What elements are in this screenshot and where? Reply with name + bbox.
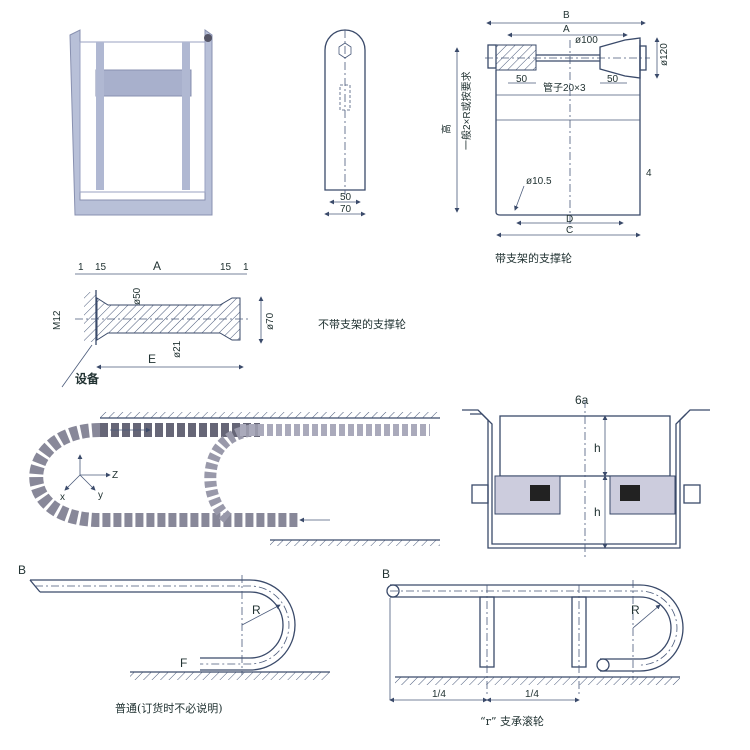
dim-50-left: 50 [516,74,528,85]
frame-section-drawing: 6a h h [462,393,710,560]
axis-x: x [60,492,65,503]
dia-100: ø100 [575,35,598,46]
bracket-support-roller-drawing: B A ø100 ø120 50 50 管子20×3 高 一般2×R或按要求 ø… [440,10,670,265]
hole-dia: ø10.5 [526,176,552,187]
dim-15-left: 15 [95,262,107,273]
label-b: B [382,567,390,581]
dim-c: C [566,225,573,236]
dim-1-right: 1 [243,262,249,273]
quarter-right: 1/4 [525,689,539,700]
normal-layout-caption: 普通(订货时不必说明) [115,701,223,715]
axis-y: y [98,490,103,501]
label-f: F [180,656,187,670]
dia-120: ø120 [659,43,670,66]
dim-d: D [566,214,573,225]
dia-70: ø70 [265,312,276,330]
roller-layout-caption: “r” 支承滚轮 [480,714,544,728]
label-r: R [631,603,640,617]
label-r: R [252,603,261,617]
svg-text:50: 50 [340,192,352,203]
pipe-label: 管子20×3 [543,81,586,94]
dim-e: E [148,352,156,366]
h-upper: h [594,441,601,455]
plate-side-view: 50 70 [324,29,366,217]
cable-chain-illustration: Z y x [29,412,440,546]
roller-layout-drawing: R B 1/4 1/4 “r” 支承滚轮 [382,567,684,728]
bracket-roller-caption: 带支架的支撑轮 [495,251,572,265]
normal-layout-drawing: R B F 普通(订货时不必说明) [18,563,330,715]
thread-m12: M12 [52,310,63,330]
svg-text:70: 70 [340,204,352,215]
thickness: 4 [646,168,652,179]
dim-50-right: 50 [607,74,619,85]
width-6a: 6a [575,393,589,407]
dia-50: ø50 [132,287,143,305]
equipment-label: 设备 [75,371,100,386]
unbracketed-roller-caption: 不带支架的支撑轮 [318,317,406,331]
dim-b: B [563,10,570,21]
dim-a: A [563,24,570,35]
height-note: 一般2×R或按要求 [460,71,473,150]
dim-15-right: 15 [220,262,232,273]
bracket-photo [69,29,213,216]
label-b: B [18,563,26,577]
unbracketed-roller-drawing: 1 15 A 15 1 M12 ø50 ø21 ø70 E 设备 不带支架的支撑… [52,259,406,388]
axis-z: Z [112,470,118,481]
dim-a: A [153,259,161,273]
height-label: 高 [440,124,453,134]
h-lower: h [594,505,601,519]
dia-21: ø21 [172,340,183,358]
dim-1-left: 1 [78,262,84,273]
quarter-left: 1/4 [432,689,446,700]
